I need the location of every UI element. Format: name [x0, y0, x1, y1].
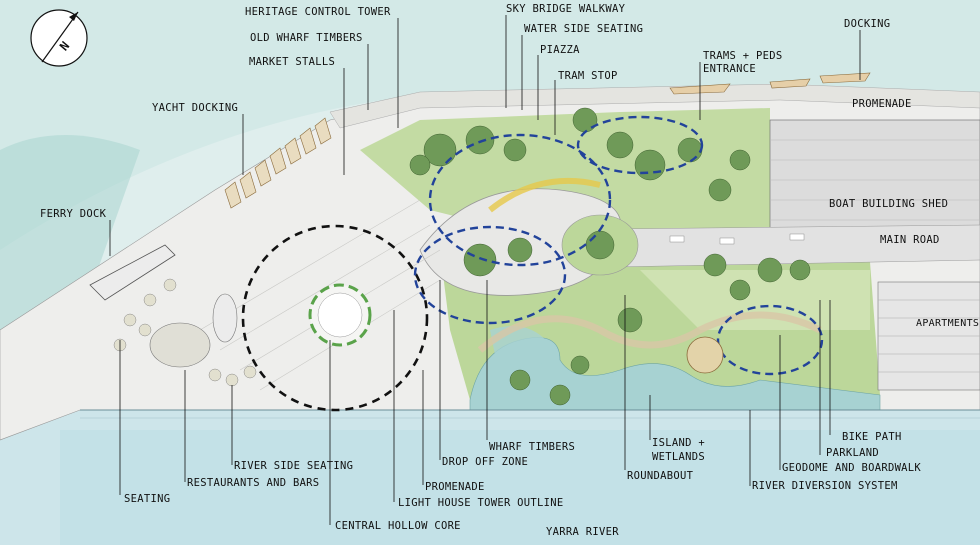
label-geodome-boardwalk: GEODOME AND BOARDWALK: [782, 462, 922, 474]
park-upper: [360, 108, 770, 240]
leader-lines: [109, 15, 861, 525]
sky-bridge-walkway-loops: [413, 115, 824, 376]
label-apartments: APARTMENTS: [916, 318, 980, 329]
yachts: [224, 117, 332, 209]
label-drop-off-zone: DROP OFF ZONE: [442, 456, 529, 468]
label-heritage-control-tower: HERITAGE CONTROL TOWER: [245, 6, 391, 18]
label-boat-building-shed: BOAT BUILDING SHED: [829, 198, 949, 210]
label-ferry-dock: FERRY DOCK: [40, 208, 107, 220]
label-island: ISLAND +: [652, 437, 705, 449]
central-hollow-core-inner: [317, 292, 363, 338]
restaurant-pavilion: [149, 322, 211, 368]
label-trams-peds-entrance: ENTRANCE: [703, 63, 756, 75]
label-seating: SEATING: [124, 493, 171, 505]
north-compass: [30, 9, 88, 67]
label-piazza: PIAZZA: [540, 44, 580, 56]
label-river-side-seating: RIVER SIDE SEATING: [234, 460, 354, 472]
label-bike-path: BIKE PATH: [842, 431, 902, 443]
light-house-tower-outline: [241, 224, 429, 412]
water-wash-top: [0, 0, 980, 250]
label-yarra-river: YARRA RIVER: [546, 526, 619, 538]
promenade-strip: [329, 83, 980, 129]
label-central-hollow-core: CENTRAL HOLLOW CORE: [335, 520, 461, 532]
label-wetlands: WETLANDS: [652, 451, 705, 463]
label-trams-peds: TRAMS + PEDS: [703, 50, 783, 62]
label-light-house-tower-outline: LIGHT HOUSE TOWER OUTLINE: [398, 497, 564, 509]
label-promenade-top: PROMENADE: [852, 98, 912, 110]
boat-building-shed: [769, 119, 980, 231]
label-restaurants-bars: RESTAURANTS AND BARS: [187, 477, 320, 489]
label-main-road: MAIN ROAD: [880, 234, 940, 246]
label-wharf-timbers: WHARF TIMBERS: [489, 441, 576, 453]
label-tram-stop: TRAM STOP: [558, 70, 618, 82]
park-lower-light: [640, 270, 870, 330]
label-roundabout: ROUNDABOUT: [627, 470, 694, 482]
label-sky-bridge-walkway: SKY BRIDGE WALKWAY: [506, 3, 626, 15]
label-old-wharf-timbers: OLD WHARF TIMBERS: [250, 32, 363, 44]
geodome: [686, 336, 724, 374]
label-river-diversion: RIVER DIVERSION SYSTEM: [752, 480, 898, 492]
label-water-side-seating: WATER SIDE SEATING: [524, 23, 644, 35]
label-parkland: PARKLAND: [826, 447, 879, 459]
label-docking: DOCKING: [844, 18, 891, 30]
label-promenade-bottom: PROMENADE: [425, 481, 485, 493]
ferry: [89, 244, 176, 301]
label-yacht-docking: YACHT DOCKING: [152, 102, 239, 114]
restaurant-pavilion-2: [212, 293, 238, 343]
sky-bridge-yellow: [488, 177, 601, 213]
label-market-stalls: MARKET STALLS: [249, 56, 336, 68]
boardwalk-path: [477, 311, 822, 353]
